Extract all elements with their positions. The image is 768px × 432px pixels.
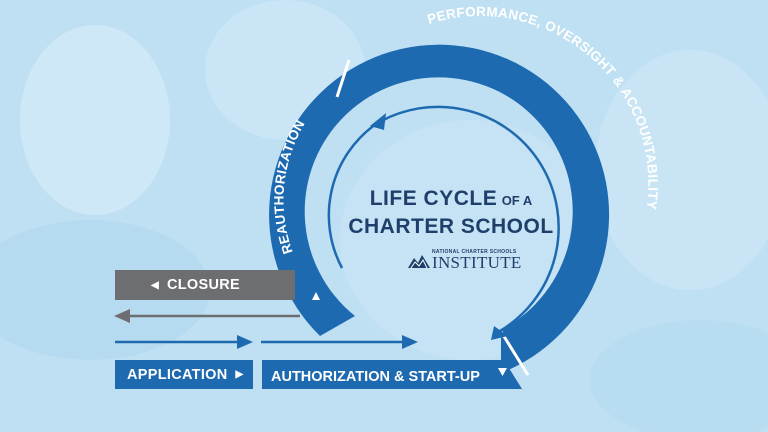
- title-line-1: LIFE CYCLE: [369, 187, 498, 210]
- application-label: APPLICATION: [127, 366, 228, 383]
- title-of-a: OF A: [501, 193, 533, 208]
- title-line-2: CHARTER SCHOOL: [348, 215, 554, 238]
- diagram-title: LIFE CYCLE OF A CHARTER SCHOOL: [338, 186, 564, 240]
- left-arrow: [114, 309, 130, 323]
- closure-label: CLOSURE: [167, 277, 240, 293]
- application-box: APPLICATION ▶: [115, 360, 253, 389]
- logo-line-2: INSTITUTE: [432, 253, 522, 272]
- right-arrow: [402, 335, 418, 349]
- right-arrow: [237, 335, 253, 349]
- mountain-logo-icon: [408, 255, 430, 269]
- triangle-left-icon: ◀: [151, 279, 159, 291]
- triangle-right-icon: ▶: [235, 369, 244, 380]
- inner-cycle-arrow: [375, 105, 560, 333]
- logo-line-1: NATIONAL CHARTER SCHOOLS: [432, 249, 517, 255]
- triangle-up-icon: [312, 292, 320, 300]
- ring-divider-top: [335, 59, 351, 98]
- closure-box: ◀ CLOSURE: [115, 270, 295, 300]
- authorization-label: AUTHORIZATION & START-UP: [271, 369, 480, 385]
- inner-arrow-head-bottom: [491, 326, 508, 340]
- institute-logo: NATIONAL CHARTER SCHOOLS INSTITUTE: [408, 249, 522, 271]
- ring-divider-bottom: [498, 329, 530, 376]
- inner-cycle-arrow-left: [327, 122, 377, 269]
- triangle-down-icon: [498, 368, 507, 376]
- authorization-bar: [262, 360, 522, 389]
